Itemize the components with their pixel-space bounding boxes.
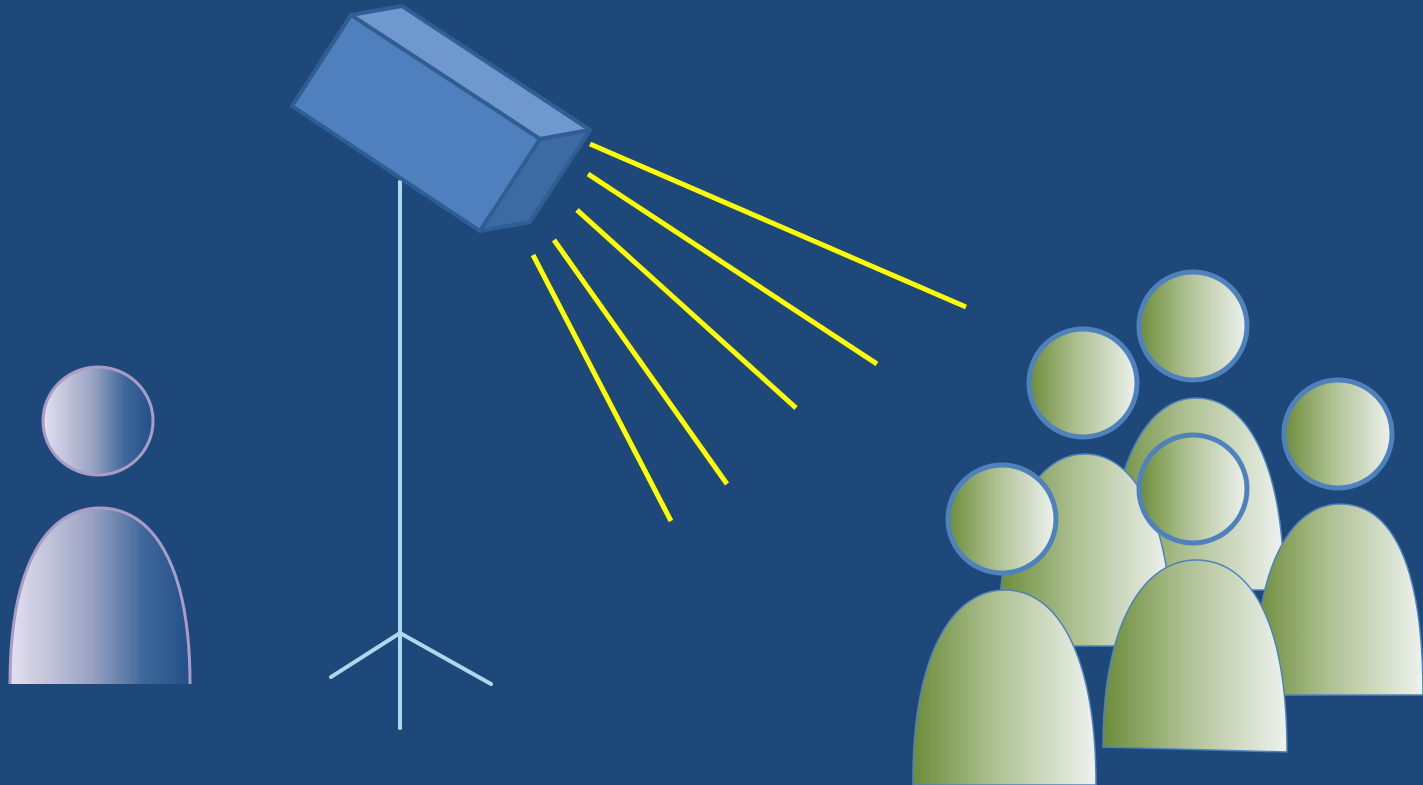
speaker-figure — [10, 367, 190, 684]
projector-stand — [331, 182, 491, 728]
light-beam — [533, 255, 671, 521]
light-beam — [590, 144, 966, 307]
audience-group — [913, 272, 1423, 785]
speaker-body — [10, 508, 190, 684]
light-beams — [533, 144, 966, 521]
speaker-head — [43, 367, 153, 475]
light-beam — [554, 240, 727, 484]
projector — [292, 6, 590, 231]
light-beam — [588, 174, 877, 364]
